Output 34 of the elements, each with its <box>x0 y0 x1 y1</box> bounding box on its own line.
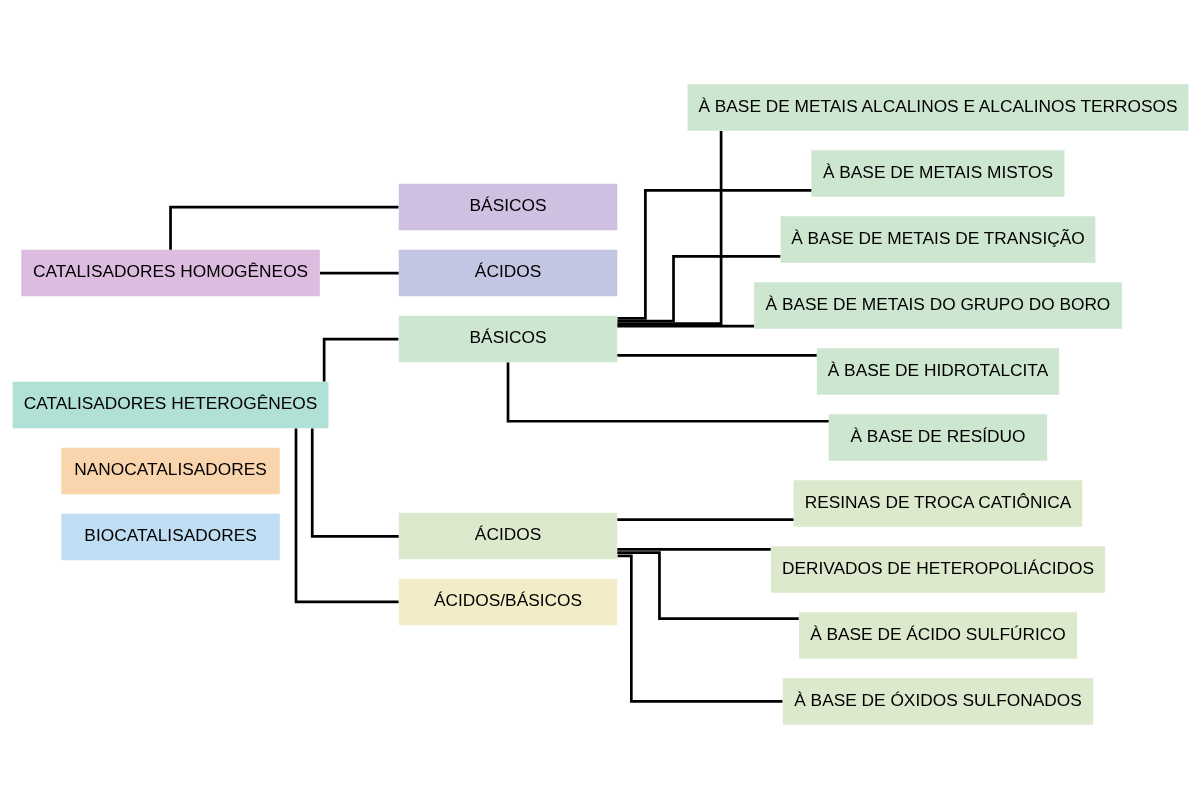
connector <box>617 554 783 703</box>
node-box: DERIVADOS DE HETEROPOLIÁCIDOS <box>770 546 1106 593</box>
connector <box>617 551 799 620</box>
node-box: À BASE DE ÓXIDOS SULFONADOS <box>782 678 1094 725</box>
node-box: CATALISADORES HETEROGÊNEOS <box>12 381 329 429</box>
connector <box>320 271 399 275</box>
node-box: À BASE DE RESÍDUO <box>828 414 1048 461</box>
node-box: À BASE DE METAIS ALCALINOS E ALCALINOS TERROSOS <box>687 84 1189 131</box>
node-box: BIOCATALISADORES <box>61 513 280 561</box>
node-box: À BASE DE METAIS DO GRUPO DO BORO <box>754 282 1122 329</box>
connector <box>169 205 399 250</box>
connector <box>617 518 794 522</box>
node-box: BÁSICOS <box>398 183 618 231</box>
connector <box>617 254 781 323</box>
connector <box>310 428 399 538</box>
node-box: BÁSICOS <box>398 315 618 363</box>
node-box: ÁCIDOS <box>398 249 618 297</box>
node-box: ÁCIDOS <box>398 512 618 560</box>
connector <box>294 428 399 604</box>
node-box: CATALISADORES HOMOGÊNEOS <box>21 249 320 297</box>
node-box: NANOCATALISADORES <box>61 447 280 495</box>
node-box: À BASE DE METAIS DE TRANSIÇÃO <box>780 216 1096 263</box>
node-box: ÁCIDOS/BÁSICOS <box>398 578 618 626</box>
connector <box>617 324 754 328</box>
node-box: RESINAS DE TROCA CATIÔNICA <box>793 480 1083 527</box>
node-box: À BASE DE METAIS MISTOS <box>811 150 1065 197</box>
connector <box>506 362 829 423</box>
connector <box>617 353 817 357</box>
node-box: À BASE DE ÁCIDO SULFÚRICO <box>799 612 1077 659</box>
connector <box>617 131 723 325</box>
connector <box>617 548 771 551</box>
connector <box>322 337 399 382</box>
node-box: À BASE DE HIDROTALCITA <box>816 348 1060 395</box>
connector <box>617 189 812 320</box>
